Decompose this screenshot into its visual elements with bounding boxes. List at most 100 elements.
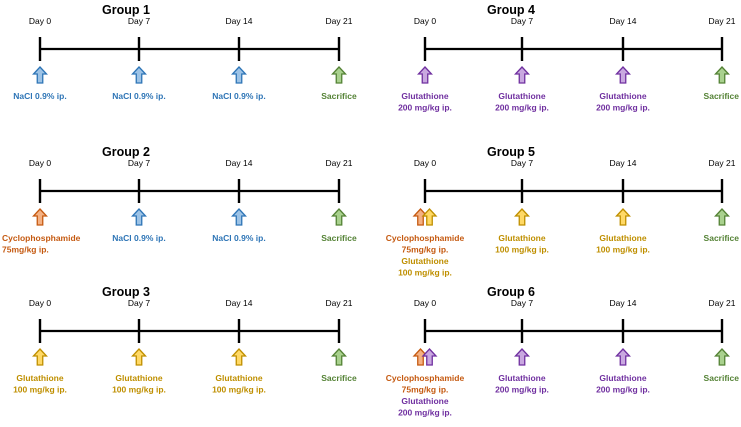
blue-arrow-icon <box>131 208 147 226</box>
treatment-label: 200 mg/kg ip. <box>596 385 650 395</box>
treatment-event: Sacrifice <box>321 348 357 383</box>
treatment-label: Glutathione <box>498 373 545 383</box>
treatment-label: Sacrifice <box>704 233 740 243</box>
day-label: Day 7 <box>511 16 533 26</box>
treatment-label: 100 mg/kg ip. <box>13 385 67 395</box>
treatment-event: Glutathione 200 mg/kg ip. <box>596 66 650 113</box>
treatment-label: 100 mg/kg ip. <box>112 385 166 395</box>
treatment-label: 75mg/kg ip. <box>402 245 449 255</box>
treatment-label: 200 mg/kg ip. <box>495 385 549 395</box>
treatment-label: Glutathione <box>215 373 262 383</box>
day-label: Day 0 <box>29 298 51 308</box>
blue-arrow-icon <box>231 66 247 84</box>
day-label: Day 14 <box>610 16 637 26</box>
treatment-event: Sacrifice <box>704 66 740 101</box>
orange-arrow-icon <box>32 208 48 226</box>
treatment-event: Glutathione 100 mg/kg ip. <box>112 348 166 395</box>
treatment-label: Glutathione <box>115 373 162 383</box>
treatment-event: Cyclophosphamide 75mg/kg ip.Glutathione 10… <box>386 208 465 278</box>
gold-arrow-icon <box>131 348 147 366</box>
day-label: Day 21 <box>326 16 353 26</box>
treatment-label: NaCl 0.9% ip. <box>212 91 265 101</box>
day-label: Day 7 <box>511 158 533 168</box>
treatment-event: NaCl 0.9% ip. <box>112 66 166 101</box>
blue-arrow-icon <box>32 66 48 84</box>
purple-arrow-icon <box>615 66 631 84</box>
treatment-label: 200 mg/kg ip. <box>495 103 549 113</box>
treatment-label: 100 mg/kg ip. <box>398 268 452 278</box>
treatment-event: Glutathione 100 mg/kg ip. <box>13 348 67 395</box>
treatment-label: 200 mg/kg ip. <box>398 408 452 418</box>
treatment-event: Sacrifice <box>704 208 740 243</box>
treatment-label: Sacrifice <box>321 233 357 243</box>
green-arrow-icon <box>714 348 730 366</box>
purple-arrow-icon <box>514 66 530 84</box>
day-label: Day 14 <box>610 298 637 308</box>
day-label: Day 21 <box>326 298 353 308</box>
group-title: Group 1 <box>102 3 150 17</box>
treatment-label: 100 mg/kg ip. <box>495 245 549 255</box>
treatment-label: 200 mg/kg ip. <box>398 103 452 113</box>
orange-arrow-icon <box>412 208 429 226</box>
group-title: Group 2 <box>102 145 150 159</box>
purple-arrow-icon <box>417 66 433 84</box>
treatment-label: 200 mg/kg ip. <box>596 103 650 113</box>
treatment-label: Glutathione <box>401 256 448 266</box>
group-title: Group 6 <box>487 285 535 299</box>
gold-arrow-icon <box>615 208 631 226</box>
treatment-label: 75mg/kg ip. <box>402 385 449 395</box>
treatment-event: NaCl 0.9% ip. <box>13 66 67 101</box>
treatment-label: Glutathione <box>599 91 646 101</box>
treatment-event: Sacrifice <box>321 208 357 243</box>
treatment-label: 100 mg/kg ip. <box>596 245 650 255</box>
day-label: Day 0 <box>414 298 436 308</box>
treatment-label: NaCl 0.9% ip. <box>112 233 165 243</box>
blue-arrow-icon <box>131 66 147 84</box>
treatment-event: Sacrifice <box>704 348 740 383</box>
day-label: Day 14 <box>226 158 253 168</box>
treatment-label: 75mg/kg ip. <box>2 245 49 255</box>
blue-arrow-icon <box>231 208 247 226</box>
day-label: Day 21 <box>709 298 736 308</box>
treatment-label: Glutathione <box>599 233 646 243</box>
treatment-event: NaCl 0.9% ip. <box>212 66 266 101</box>
treatment-label: Glutathione <box>401 396 448 406</box>
treatment-event: NaCl 0.9% ip. <box>112 208 166 243</box>
purple-arrow-icon <box>615 348 631 366</box>
day-label: Day 7 <box>128 298 150 308</box>
green-arrow-icon <box>714 208 730 226</box>
day-label: Day 0 <box>29 158 51 168</box>
day-label: Day 21 <box>709 158 736 168</box>
treatment-label: Glutathione <box>599 373 646 383</box>
day-label: Day 14 <box>226 298 253 308</box>
treatment-label: Sacrifice <box>704 91 740 101</box>
purple-arrow-icon <box>514 348 530 366</box>
day-label: Day 14 <box>610 158 637 168</box>
treatment-label: Cyclophosphamide <box>386 373 465 383</box>
treatment-label: Glutathione <box>16 373 63 383</box>
day-label: Day 0 <box>414 16 436 26</box>
treatment-label: Sacrifice <box>704 373 740 383</box>
treatment-label: Sacrifice <box>321 373 357 383</box>
day-label: Day 7 <box>511 298 533 308</box>
treatment-event: NaCl 0.9% ip. <box>212 208 266 243</box>
purple-arrow-icon <box>421 348 438 366</box>
day-label: Day 0 <box>414 158 436 168</box>
treatment-event: Glutathione 200 mg/kg ip. <box>495 348 549 395</box>
day-label: Day 21 <box>326 158 353 168</box>
treatment-label: Cyclophosphamide <box>386 233 465 243</box>
group-title: Group 3 <box>102 285 150 299</box>
green-arrow-icon <box>331 66 347 84</box>
green-arrow-icon <box>331 348 347 366</box>
treatment-label: NaCl 0.9% ip. <box>13 91 66 101</box>
gold-arrow-icon <box>231 348 247 366</box>
group-title: Group 5 <box>487 145 535 159</box>
treatment-label: NaCl 0.9% ip. <box>112 91 165 101</box>
